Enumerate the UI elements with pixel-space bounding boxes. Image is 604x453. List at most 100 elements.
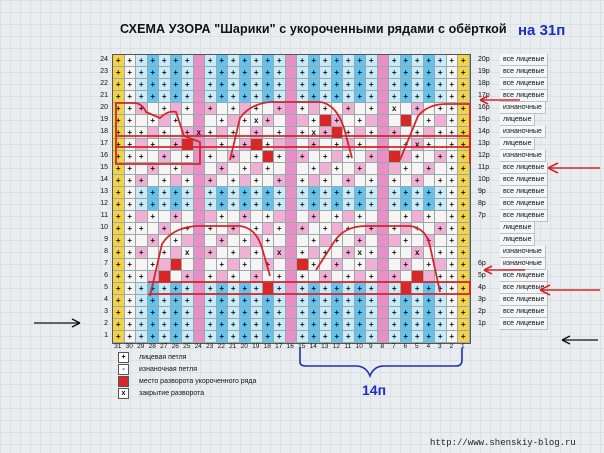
column-number: 27 bbox=[160, 343, 168, 350]
chart-cell: + bbox=[124, 115, 136, 127]
chart-cell bbox=[423, 175, 435, 187]
chart-cell bbox=[251, 211, 263, 223]
chart-cell: + bbox=[366, 187, 378, 199]
chart-cell: + bbox=[136, 283, 148, 295]
chart-cell bbox=[285, 55, 297, 67]
row-number: 1 bbox=[104, 332, 108, 339]
chart-cell: + bbox=[124, 307, 136, 319]
chart-cell: + bbox=[297, 247, 309, 259]
chart-cell bbox=[377, 79, 389, 91]
chart-cell bbox=[343, 235, 355, 247]
row-number: 15 bbox=[100, 164, 108, 171]
chart-cell bbox=[400, 175, 412, 187]
row-instruction-number: 15р bbox=[478, 116, 490, 123]
chart-cell: + bbox=[343, 331, 355, 343]
chart-cell: + bbox=[446, 139, 458, 151]
chart-cell: + bbox=[124, 247, 136, 259]
chart-cell: + bbox=[113, 259, 125, 271]
chart-cell: + bbox=[389, 307, 401, 319]
column-number: 28 bbox=[148, 343, 156, 350]
chart-cell: + bbox=[331, 139, 343, 151]
chart-cell bbox=[435, 163, 447, 175]
chart-cell: + bbox=[159, 175, 171, 187]
chart-cell: + bbox=[147, 199, 159, 211]
chart-cell: + bbox=[251, 319, 263, 331]
chart-cell: + bbox=[297, 67, 309, 79]
chart-cell: + bbox=[182, 67, 194, 79]
chart-cell: + bbox=[331, 295, 343, 307]
chart-cell: + bbox=[124, 211, 136, 223]
chart-cell: + bbox=[251, 295, 263, 307]
chart-cell: + bbox=[366, 175, 378, 187]
chart-cell: + bbox=[320, 223, 332, 235]
chart-cell: + bbox=[423, 163, 435, 175]
chart-cell: + bbox=[297, 307, 309, 319]
chart-cell: + bbox=[320, 151, 332, 163]
chart-cell bbox=[389, 211, 401, 223]
chart-cell bbox=[412, 163, 424, 175]
chart-cell: + bbox=[412, 295, 424, 307]
column-number: 17 bbox=[275, 343, 283, 350]
chart-cell: + bbox=[216, 187, 228, 199]
column-number: 16 bbox=[286, 343, 294, 350]
chart-cell: + bbox=[423, 67, 435, 79]
chart-cell bbox=[147, 175, 159, 187]
chart-cell: + bbox=[239, 139, 251, 151]
chart-cell: + bbox=[251, 187, 263, 199]
chart-cell: + bbox=[113, 115, 125, 127]
legend-swatch: + bbox=[118, 352, 129, 363]
row-instruction-text: все лицевые bbox=[500, 210, 549, 222]
chart-cell: + bbox=[354, 91, 366, 103]
chart-cell bbox=[285, 127, 297, 139]
chart-cell: + bbox=[389, 223, 401, 235]
chart-cell: + bbox=[113, 199, 125, 211]
chart-cell: + bbox=[170, 331, 182, 343]
chart-cell: + bbox=[216, 91, 228, 103]
chart-cell: + bbox=[423, 211, 435, 223]
chart-cell: + bbox=[308, 67, 320, 79]
chart-cell: + bbox=[446, 79, 458, 91]
chart-cell bbox=[193, 91, 205, 103]
chart-cell: + bbox=[389, 295, 401, 307]
chart-cell: + bbox=[113, 187, 125, 199]
chart-cell: + bbox=[308, 235, 320, 247]
chart-cell: + bbox=[412, 307, 424, 319]
row-number: 20 bbox=[100, 104, 108, 111]
chart-cell bbox=[377, 67, 389, 79]
chart-cell: + bbox=[343, 103, 355, 115]
row-instruction-text: все лицевые bbox=[500, 186, 549, 198]
row-instruction-number: 14р bbox=[478, 128, 490, 135]
row-number: 10 bbox=[100, 224, 108, 231]
chart-cell: + bbox=[262, 211, 274, 223]
chart-cell: + bbox=[182, 199, 194, 211]
chart-cell: + bbox=[446, 151, 458, 163]
chart-cell: + bbox=[446, 67, 458, 79]
chart-cell: + bbox=[446, 223, 458, 235]
chart-cell: + bbox=[274, 187, 286, 199]
chart-cell: + bbox=[308, 307, 320, 319]
chart-cell bbox=[389, 259, 401, 271]
chart-cell bbox=[377, 235, 389, 247]
chart-cell: + bbox=[159, 199, 171, 211]
legend-swatch: x bbox=[118, 388, 129, 399]
chart-cell: + bbox=[343, 91, 355, 103]
chart-cell: + bbox=[274, 127, 286, 139]
chart-cell: + bbox=[170, 67, 182, 79]
chart-cell: + bbox=[228, 67, 240, 79]
chart-cell: + bbox=[159, 307, 171, 319]
chart-cell: + bbox=[308, 211, 320, 223]
chart-cell: + bbox=[308, 295, 320, 307]
chart-cell bbox=[320, 139, 332, 151]
chart-cell: + bbox=[136, 223, 148, 235]
chart-cell: + bbox=[320, 91, 332, 103]
chart-cell: + bbox=[228, 331, 240, 343]
chart-cell: + bbox=[113, 307, 125, 319]
chart-cell: + bbox=[136, 67, 148, 79]
chart-cell: + bbox=[423, 307, 435, 319]
